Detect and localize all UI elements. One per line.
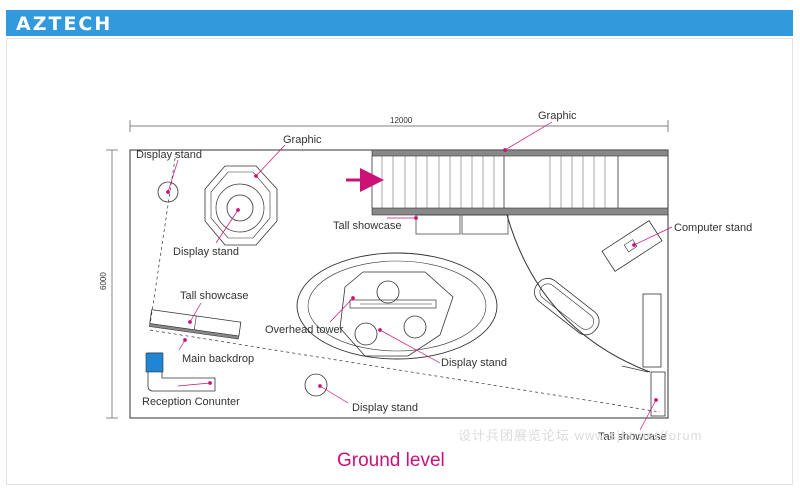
label-display-stand-bottom: Display stand (352, 402, 418, 414)
width-dimension: 12000 (129, 116, 669, 132)
curved-partition (506, 214, 651, 373)
label-tall-showcase-corner: Tall showcase (598, 431, 666, 443)
label-overhead-tower: Overhead tower (265, 324, 344, 336)
label-computer-stand: Computer stand (674, 222, 752, 234)
dashed-guide-diagonal (149, 329, 661, 413)
central-island (296, 252, 498, 360)
watermark: 设计兵团展览论坛 www.sjbt.net/forum (458, 428, 702, 443)
depth-dimension: 6000 (99, 149, 118, 419)
label-reception-counter: Reception Conunter (142, 396, 240, 408)
depth-dimension-label: 6000 (99, 272, 108, 290)
label-display-stand-center: Display stand (441, 357, 507, 369)
reception-counter (145, 352, 216, 392)
tall-showcase-left (149, 309, 242, 340)
plan-title: Ground level (337, 450, 445, 471)
brand-logo: AZTECH (16, 13, 113, 35)
label-graphic-left: Graphic (283, 134, 322, 146)
tall-showcase-center (415, 214, 509, 235)
tall-showcase-corner (650, 371, 666, 417)
width-dimension-label: 12000 (390, 116, 413, 125)
tall-showcase-right (642, 293, 662, 368)
curved-bench (534, 278, 600, 336)
header-bar: AZTECH (6, 10, 793, 36)
dashed-guide-left (149, 151, 177, 326)
label-display-stand-round: Display stand (173, 246, 239, 258)
content-frame (6, 38, 793, 485)
computer-stand (601, 220, 663, 272)
label-graphic-top: Graphic (538, 110, 577, 122)
display-stand-bottom (304, 373, 328, 397)
display-stand-corner (157, 181, 179, 203)
graphic-wall (371, 149, 669, 216)
label-main-backdrop: Main backdrop (182, 353, 254, 365)
leader-lines (166, 121, 673, 431)
label-tall-showcase-center: Tall showcase (333, 220, 401, 232)
octagon-display-stand (204, 165, 278, 246)
label-tall-showcase-left: Tall showcase (180, 290, 248, 302)
label-display-stand-corner: Display stand (136, 149, 202, 161)
